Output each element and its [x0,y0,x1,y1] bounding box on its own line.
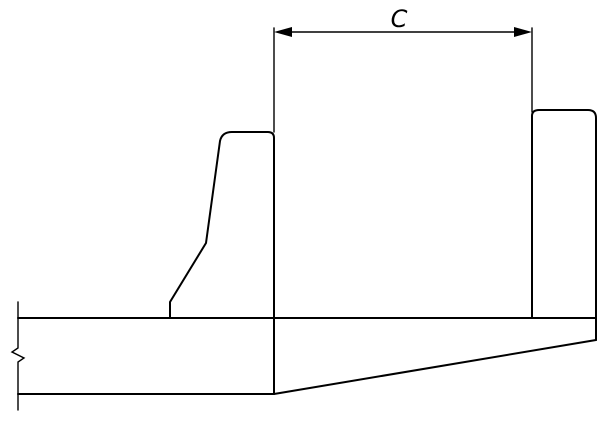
cantilever-taper-line [273,339,597,395]
dimension-label: C [391,5,408,33]
dimension-c: C [273,5,533,133]
left-curb-profile [169,131,275,319]
dimension-arrow-right [514,27,532,37]
dimension-arrow-left [274,27,292,37]
right-post-profile [531,109,597,319]
break-line [10,301,26,411]
